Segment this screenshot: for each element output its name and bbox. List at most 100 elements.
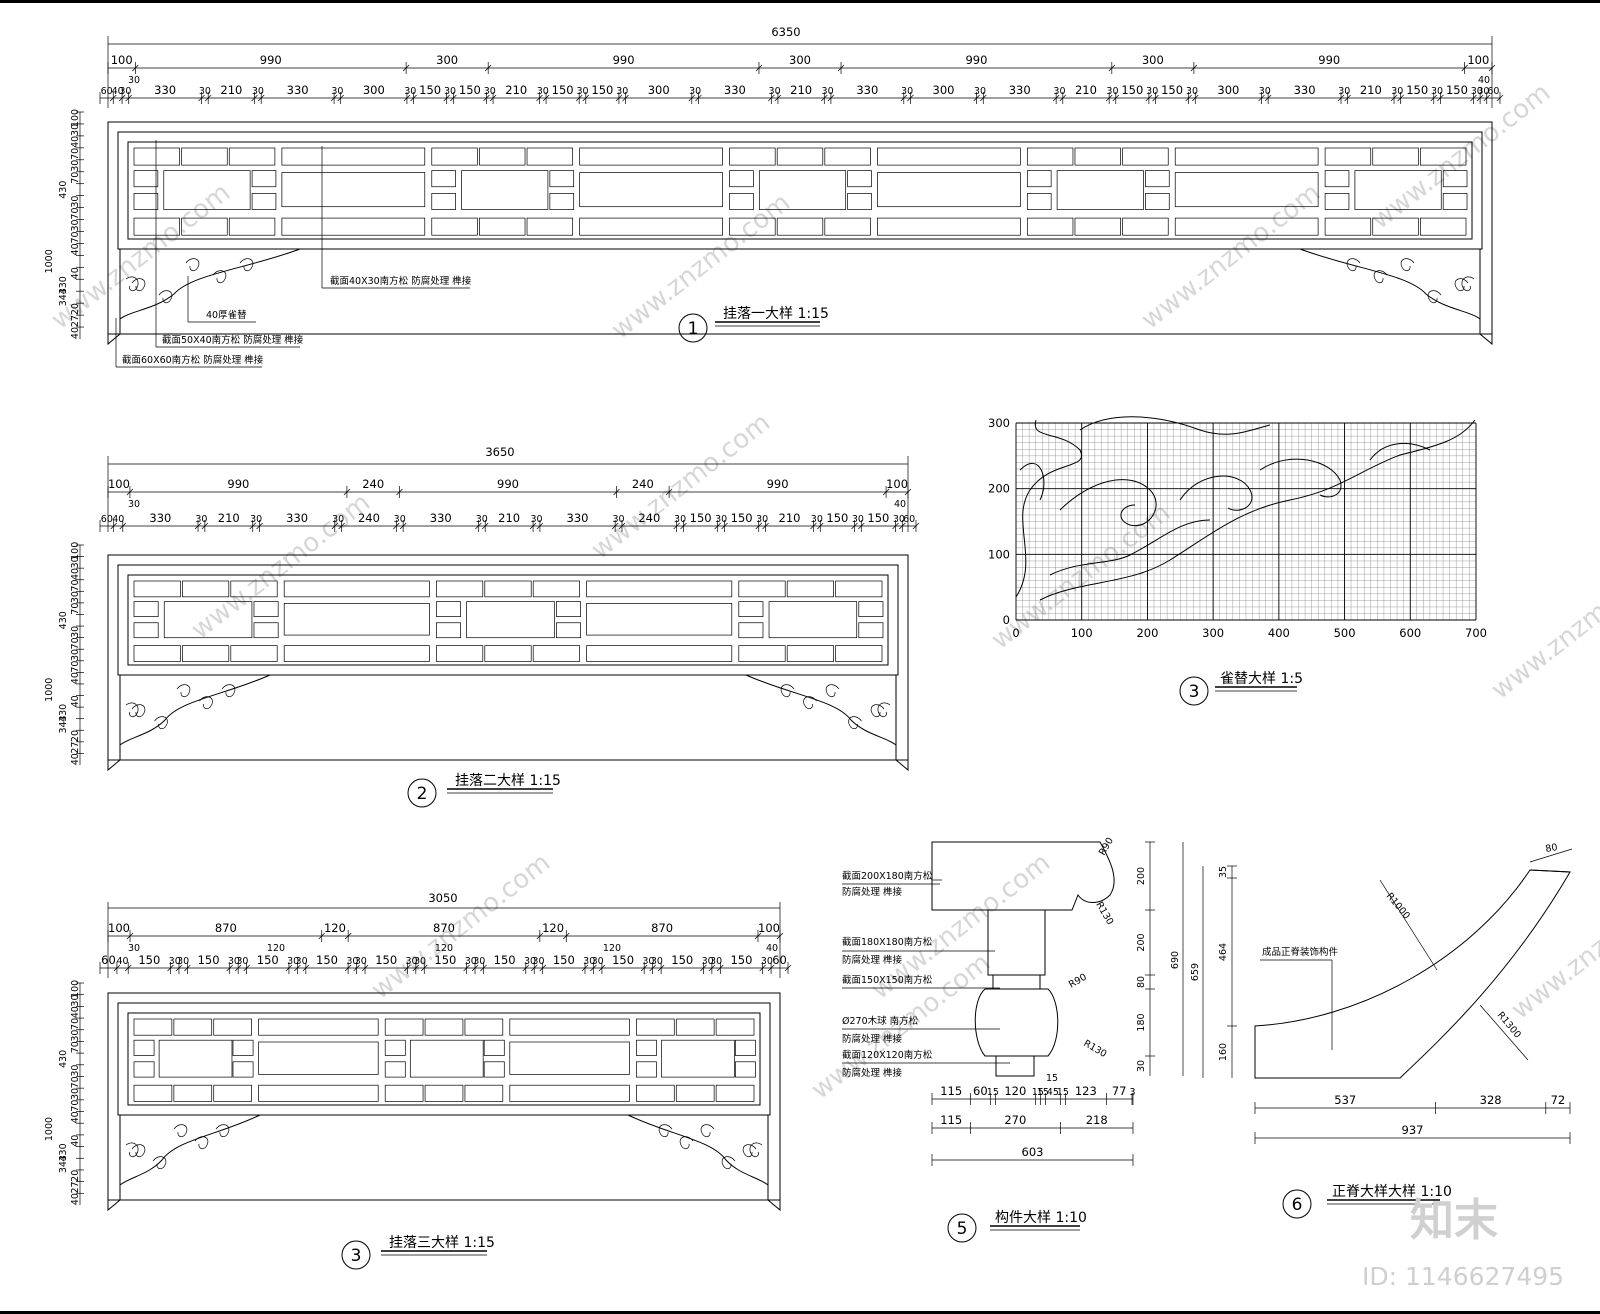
left-dim-label: 70 xyxy=(70,208,81,220)
p2-row1-label: 100 xyxy=(886,477,908,491)
bracket-carving xyxy=(745,674,897,747)
left-dim-label: 1000 xyxy=(44,1117,55,1141)
p1-row2-label: 30 xyxy=(769,86,781,97)
bottom-border xyxy=(0,1311,1600,1314)
panel5-right-dim: 80 xyxy=(1136,976,1147,988)
p3-row2-label: 30 xyxy=(169,956,181,967)
panel3-total-dim: 3050 xyxy=(428,891,457,905)
p1-row1-label: 990 xyxy=(1318,53,1340,67)
bracket-grid xyxy=(1015,422,1477,621)
p2-row2-label: 30 xyxy=(852,514,864,525)
panel5-title: 构件大样 1:10 xyxy=(995,1210,1087,1226)
bracket-x-tick: 0 xyxy=(1012,626,1019,640)
bracket-x-tick: 700 xyxy=(1465,626,1487,640)
panel5-bottom-dim: 218 xyxy=(1086,1113,1108,1127)
left-dim-label: 70 xyxy=(70,1100,81,1112)
p1-row2-label: 300 xyxy=(648,83,670,97)
p3-row2-label: 30 xyxy=(702,956,714,967)
panel6-note: 成品正脊装饰构件 xyxy=(1262,946,1339,958)
bracket-x-tick: 200 xyxy=(1136,626,1158,640)
p1-row1b-label: 40 xyxy=(1478,75,1490,86)
p1-row1-label: 300 xyxy=(789,53,811,67)
p1-row1-label: 300 xyxy=(436,53,458,67)
panel5-right-dim: 30 xyxy=(1136,1060,1147,1072)
panel6-bottom-dim: 72 xyxy=(1551,1093,1566,1107)
panel1-number-circle xyxy=(678,313,708,343)
left-dim-label: 40 xyxy=(70,1193,81,1205)
p3-row2-label: 30 xyxy=(414,956,426,967)
panel6-title: 正脊大样大样 1:10 xyxy=(1332,1184,1452,1200)
panel3-number-circle xyxy=(341,1240,371,1270)
p2-row2-label: 30 xyxy=(893,514,905,525)
p3-row2-label: 30 xyxy=(473,956,485,967)
panel6-bottom-dim: 537 xyxy=(1334,1093,1356,1107)
p3-row2-label: 30 xyxy=(406,956,418,967)
p2-row1-label: 100 xyxy=(108,477,130,491)
p1-row2-label: 330 xyxy=(287,83,309,97)
p1-row2-label: 300 xyxy=(363,83,385,97)
left-dim-label: 100 xyxy=(70,980,81,998)
panel5-bottom-dim: 15 xyxy=(987,1087,999,1098)
p3-row2-label: 150 xyxy=(316,953,338,967)
panel5-bottom-dim: 77 xyxy=(1112,1084,1127,1098)
left-dim-label: 30 xyxy=(70,1030,81,1042)
panel5-bottom-dim: 3 xyxy=(1129,1087,1135,1098)
panel1-note-d: 截面60X60南方松 防腐处理 榫接 xyxy=(122,354,264,366)
p1-row2-label: 30 xyxy=(119,86,131,97)
component-ball xyxy=(974,988,1059,1057)
panel2-frame xyxy=(107,554,909,772)
panel1-number: 1 xyxy=(688,319,699,339)
panel5-radius-2: R90 xyxy=(1067,972,1089,991)
left-dim-label: 30 xyxy=(70,1065,81,1077)
outer-frame xyxy=(107,992,781,1201)
p3-row2-label: 30 xyxy=(296,956,308,967)
p1-row2-label: 30 xyxy=(1186,86,1198,97)
p1-row2-label: 30 xyxy=(1146,86,1158,97)
panel5-bottom-dim: 15 xyxy=(1037,1087,1049,1098)
p2-row2-label: 30 xyxy=(674,514,686,525)
panel5-number: 5 xyxy=(957,1219,968,1239)
panel5-radius-0: R90 xyxy=(1097,836,1116,858)
panel2-total-dim: 3650 xyxy=(485,445,514,459)
p1-row2-label: 30 xyxy=(444,86,456,97)
panel5-bottom-total: 603 xyxy=(1022,1145,1044,1159)
left-dim-label: 40 xyxy=(70,136,81,148)
panel6-radius-0: R1000 xyxy=(1384,891,1412,922)
p1-row2-label: 30 xyxy=(1477,86,1489,97)
brand-watermark: 知末 xyxy=(1410,1195,1498,1246)
p1-row2-label: 210 xyxy=(1360,83,1382,97)
component-post-180 xyxy=(987,909,1046,976)
p2-row2-label: 210 xyxy=(498,511,520,525)
panel-component-detail: 截面200X180南方松 防腐处理 榫接 截面180X180南方松 防腐处理 榫… xyxy=(842,836,1184,1243)
p3-row1b-label: 120 xyxy=(267,943,285,954)
p2-row2-label: 30 xyxy=(394,514,406,525)
p3-row2-label: 30 xyxy=(642,956,654,967)
panel4-number-circle xyxy=(1179,676,1209,706)
left-dim-label: 30 xyxy=(70,591,81,603)
left-dim-label: 70 xyxy=(70,1076,81,1088)
p2-row2-label: 330 xyxy=(430,511,452,525)
p1-row2-label: 150 xyxy=(1121,83,1143,97)
panel5-note-3: 防腐处理 榫接 xyxy=(842,954,903,966)
left-dim-label: 430 xyxy=(58,704,69,722)
left-dim-label: 70 xyxy=(70,231,81,243)
p2-row2-label: 240 xyxy=(638,511,660,525)
panel6-left-dim: 160 xyxy=(1218,1043,1229,1061)
p1-row2-label: 150 xyxy=(1406,83,1428,97)
lattice-border xyxy=(127,1012,761,1106)
p3-row2-label: 150 xyxy=(375,953,397,967)
left-dim-label: 40 xyxy=(70,672,81,684)
left-dim-label: 30 xyxy=(70,1088,81,1100)
p3-row2-label: 150 xyxy=(730,953,752,967)
p1-row2-label: 150 xyxy=(591,83,613,97)
panel2-title: 挂落二大样 1:15 xyxy=(455,773,561,789)
p1-row2-label: 330 xyxy=(1294,83,1316,97)
p2-row2-label: 150 xyxy=(731,511,753,525)
left-dim-label: 40 xyxy=(70,1135,81,1147)
p3-row2-label: 30 xyxy=(651,956,663,967)
p3-row2-label: 150 xyxy=(138,953,160,967)
bracket-carving xyxy=(119,674,271,747)
